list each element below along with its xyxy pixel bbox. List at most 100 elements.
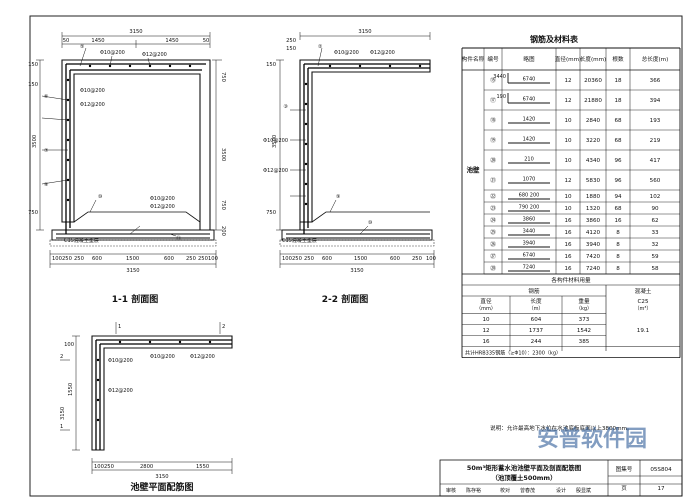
section-mark: 1 [60,424,63,430]
rebar-label: Φ10@200 [334,50,359,56]
rebar-count: 18 [614,98,622,104]
summary-unit: （mm） [476,306,496,312]
rebar-number: ⑮ [490,76,496,84]
rebar-sketch-dim: 3440 [523,229,536,235]
rebar-sketch-dim: 1420 [523,137,536,143]
rebar-diameter: 16 [564,218,572,224]
caption-section-1-1: 1-1 剖面图 [112,293,158,305]
rebar-count: 96 [614,178,622,184]
rebar-label: Φ12@200 [80,102,105,108]
table-title: 钢筋及材料表 [530,34,579,44]
rebar-label: Φ10@200 [80,88,105,94]
dim-bottom-c: 2800 [140,464,153,470]
dim-bottom-g: 250 [186,256,196,262]
dim-left-a: 150 [266,62,276,68]
dim-bottom-d: 600 [92,256,102,262]
concrete-note: C15混凝土垫层 [64,237,99,244]
rebar-diameter: 16 [564,254,572,260]
caption-wall-plan: 池壁平面配筋图 [130,481,193,493]
rebar-diameter: 12 [564,178,571,184]
rebar-length: 3940 [586,242,601,248]
rebar-label: Φ12@200 [150,204,175,210]
rebar-label: ⑦ [44,148,49,154]
summary-unit: （m） [529,306,544,312]
dim-bottom-g: 250 [412,256,422,262]
table-header: 构件名称 [462,55,485,63]
atlas-number: 05S804 [650,467,672,473]
rebar-number: ⑱ [490,116,496,124]
dim-bottom-total: 3150 [350,268,363,274]
sig-name: 陈存裕 [466,487,481,494]
dim-top-right: 1450 [165,38,178,44]
rebar-total: 90 [651,206,659,212]
summary-weight: 385 [579,339,590,345]
rebar-count: 8 [616,242,620,248]
table-header: 直径(mm) [555,55,581,63]
rebar-diameter: 12 [564,78,571,84]
rebar-number: ㉕ [490,228,496,236]
rebar-length: 3860 [586,218,601,224]
rebar-sketch-dim: 6740 [523,77,536,83]
dim-right-height: 3500 [220,148,226,161]
summary-sub: 直径 [480,297,492,305]
summary-sub: 重量 [578,297,590,305]
dim-top-a: 50 [63,38,70,44]
rebar-count: 68 [614,206,622,212]
rebar-total: 58 [651,266,659,272]
watermark: 安普软件园 [537,426,647,452]
table-header: 略图 [523,55,535,63]
dim-bottom-f: 600 [390,256,400,262]
dim-bottom-c: 250 [74,256,84,262]
summary-length: 1737 [529,328,544,334]
rebar-length: 4120 [586,230,601,236]
rebar-sketch-dim: 7240 [523,265,536,271]
title-line-2: （池顶覆土500mm） [491,473,556,482]
sig-label: 设计 [556,487,566,494]
sig-label: 校对 [500,487,510,494]
rebar-label: Φ12@200 [370,50,395,56]
dim-bottom-c: 250 [304,256,314,262]
rebar-label: ⑩ [98,194,103,200]
section-mark: 1 [118,324,121,330]
summary-header: 钢筋 [528,287,540,295]
dim-left-height: 3500 [272,135,278,148]
dim-bottom-h: 250 [198,256,208,262]
summary-diameter: 16 [482,339,490,345]
table-header: 编号 [487,55,499,63]
dim-bottom-a: 100 [94,464,104,470]
rebar-total: 560 [650,178,661,184]
rebar-diameter: 12 [564,98,571,104]
rebar-label: ⑧ [44,182,49,188]
summary-title: 各构件材料用量 [551,276,591,284]
sig-name: 曾春茂 [520,487,535,494]
rebar-label: ③ [284,104,288,110]
summary-weight: 373 [579,317,590,323]
rebar-count: 8 [616,230,620,236]
rebar-length: 7420 [586,254,601,260]
rebar-total: 219 [650,138,661,144]
rebar-sketch-dim: 3860 [523,217,536,223]
table-header: 总长度(m) [642,55,669,63]
design-note: 说明：允许最高地下水位在水池底板底面以上3800mm。 [490,424,633,432]
rebar-label: ⑤ [80,44,84,50]
dim-bottom-e: 1500 [354,256,367,262]
dim-bottom-e: 1500 [126,256,139,262]
dim-bottom-f: 600 [164,256,174,262]
section-2-2: 3150 250 150 150 3500 750 3150 100 250 2… [263,29,436,305]
sheet-frame [29,15,683,497]
dim-bottom-d: 1550 [196,464,209,470]
table-footnote: 共计HRB335钢筋（≥Φ10）：2300（kg） [465,350,561,357]
rebar-number: ㉔ [490,216,496,224]
rebar-length: 1880 [586,194,601,200]
summary-diameter: 12 [482,328,489,334]
rebar-label: Φ12@200 [263,168,288,174]
rebar-label: Φ10@200 [150,354,175,360]
rebar-label: ② [318,44,323,50]
summary-weight: 1542 [577,328,591,334]
dim-bottom-d: 600 [322,256,332,262]
rebar-count: 68 [614,118,622,124]
rebar-diameter: 10 [564,118,572,124]
group-label: 池壁 [467,165,480,174]
rebar-sketch-side: 3440 [493,74,506,80]
